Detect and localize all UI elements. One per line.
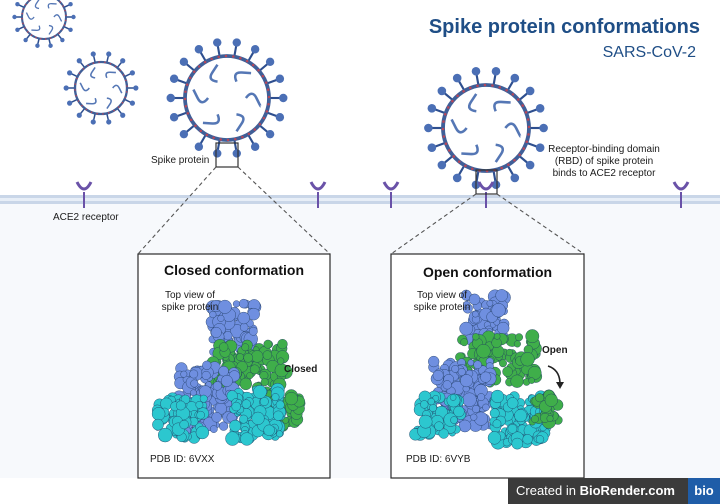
rotate-arrow-head <box>556 382 564 389</box>
page-subtitle: SARS-CoV-2 <box>602 44 696 61</box>
closed-panel-title: Closed conformation <box>163 262 304 278</box>
ace2-receptor-icon-1 <box>75 181 93 208</box>
closed-top-lobe <box>205 298 262 358</box>
spike-highlight-box <box>215 142 239 168</box>
closed-top-view-label: Top view of spike protein <box>150 290 230 314</box>
biorender-credit-bar[interactable] <box>508 478 720 504</box>
rbd-label: Receptor-binding domain (RBD) of spike p… <box>540 144 668 180</box>
rbd-highlight-box <box>475 169 498 195</box>
ace2-receptor-icon-5 <box>672 181 690 208</box>
open-top-view-line2: spike protein <box>413 302 471 313</box>
spike-protein-label: Spike protein <box>151 155 210 166</box>
closed-protein-structure-icon <box>151 298 306 446</box>
open-protein-structure-icon <box>409 289 564 450</box>
ace2-receptor-icon-3 <box>382 181 400 208</box>
closed-top-view-line1: Top view of <box>164 290 216 301</box>
open-green-right <box>528 389 564 429</box>
closed-top-view-line2: spike protein <box>161 302 219 313</box>
open-top-view-label: Top view of spike protein <box>402 290 482 314</box>
virus-icon-3 <box>166 38 288 158</box>
rbd-label-line2: (RBD) of spike protein <box>554 156 654 167</box>
closed-cyan-left <box>151 392 210 444</box>
page-title: Spike protein conformations <box>428 16 700 38</box>
zoom-lines <box>137 166 585 255</box>
cell-membrane <box>0 195 720 204</box>
open-cyan-left <box>409 390 467 441</box>
virus-icon-4 <box>424 66 548 190</box>
receptor-layer <box>75 181 690 208</box>
virus-icon-2 <box>63 51 139 125</box>
ace2-receptor-label: ACE2 receptor <box>53 212 119 223</box>
biorender-logo-icon[interactable]: bio <box>688 478 720 504</box>
ace2-receptor-icon-2 <box>309 181 327 208</box>
open-panel-title: Open conformation <box>422 264 553 280</box>
closed-state-label: Closed <box>284 364 318 375</box>
closed-pdb-label: PDB ID: 6VXX <box>150 454 215 465</box>
rotate-arrow-icon <box>547 365 561 385</box>
credit-brand: BioRender.com <box>579 483 675 498</box>
open-cyan-right <box>487 389 552 450</box>
open-state-label: Open <box>542 345 568 356</box>
ace2-receptor-icon-4 <box>477 181 495 208</box>
biorender-credit-text[interactable]: Created in BioRender.com <box>516 483 675 498</box>
closed-cyan-right <box>225 383 287 446</box>
rbd-label-line1: Receptor-binding domain <box>548 144 660 155</box>
virus-icon-1 <box>12 0 76 48</box>
credit-prefix: Created in <box>516 483 580 498</box>
open-top-view-line1: Top view of <box>416 290 468 301</box>
cell-region <box>0 196 720 478</box>
rbd-label-line3: binds to ACE2 receptor <box>552 168 656 179</box>
virus-layer <box>12 0 548 190</box>
open-pdb-label: PDB ID: 6VYB <box>406 454 471 465</box>
